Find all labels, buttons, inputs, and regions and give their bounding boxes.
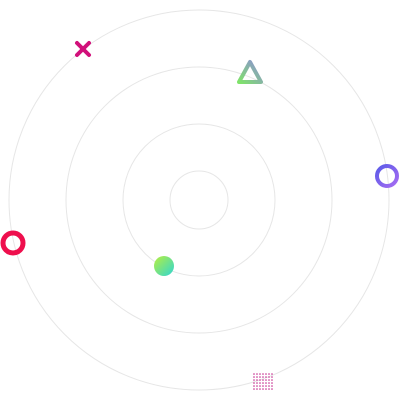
dot: [268, 373, 270, 375]
dot: [271, 373, 273, 375]
dot: [268, 379, 270, 381]
orbit-ring-2: [122, 123, 276, 277]
dot: [262, 388, 264, 390]
ring-icon-left: [0, 230, 26, 256]
dot-grid-icon: [253, 373, 273, 390]
dot: [256, 373, 258, 375]
ring-icon-right: [375, 164, 399, 188]
triangle-icon: [237, 60, 263, 84]
dot: [256, 388, 258, 390]
dot: [253, 385, 255, 387]
dot: [259, 382, 261, 384]
dot: [268, 376, 270, 378]
dot: [256, 376, 258, 378]
dot: [271, 379, 273, 381]
dot: [253, 373, 255, 375]
dot: [259, 388, 261, 390]
dot: [268, 388, 270, 390]
dot: [253, 379, 255, 381]
dot: [253, 382, 255, 384]
dot: [265, 382, 267, 384]
dot: [265, 373, 267, 375]
dot: [271, 376, 273, 378]
dot: [271, 388, 273, 390]
dot: [265, 385, 267, 387]
dot: [253, 376, 255, 378]
dot: [256, 382, 258, 384]
ball-icon: [154, 256, 174, 276]
dot: [262, 373, 264, 375]
dot: [262, 382, 264, 384]
dot: [262, 376, 264, 378]
dot: [262, 385, 264, 387]
dot: [271, 382, 273, 384]
orbit-ring-1: [169, 170, 229, 230]
dot: [265, 379, 267, 381]
dot: [262, 379, 264, 381]
orbit-ring-3: [65, 66, 333, 334]
dot: [256, 385, 258, 387]
dot: [259, 373, 261, 375]
dot: [271, 385, 273, 387]
orbit-ring-4: [8, 9, 390, 391]
dot: [265, 376, 267, 378]
cross-icon: [75, 41, 91, 57]
dot: [253, 388, 255, 390]
dot: [268, 385, 270, 387]
dot: [268, 382, 270, 384]
dot: [256, 379, 258, 381]
dot: [265, 388, 267, 390]
dot: [259, 385, 261, 387]
dot: [259, 376, 261, 378]
dot: [259, 379, 261, 381]
